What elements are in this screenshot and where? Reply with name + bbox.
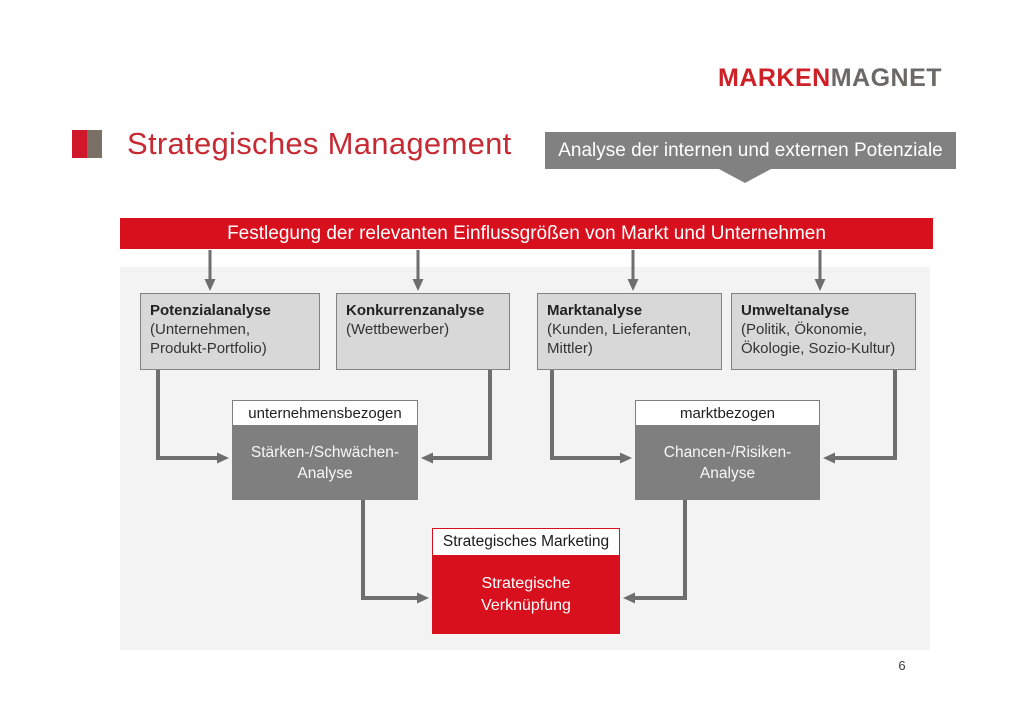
analysis-box-detail: (Unternehmen, Produkt-Portfolio) [150,321,267,357]
slide-title: Strategisches Management [127,126,512,161]
bullet-gray-half [87,130,102,158]
brand-logo: MARKENMAGNET [718,64,958,93]
title-bullet-icon [72,130,102,158]
banner-festlegung: Festlegung der relevanten Einflussgrößen… [120,218,933,249]
bullet-red-half [72,130,87,158]
page-number: 6 [898,658,906,673]
result-box-staerken-schwaechen: Stärken-/Schwächen- Analyse [232,426,418,500]
logo-part-marken: MARKEN [718,64,831,92]
callout-pointer-triangle [719,169,771,183]
analysis-box-title: Potenzialanalyse [150,302,271,319]
result-box-chancen-risiken: Chancen-/Risiken- Analyse [635,426,820,500]
analysis-box-detail: (Kunden, Lieferanten, Mittler) [547,321,692,357]
header-callout-box: Analyse der internen und externen Potenz… [545,132,956,169]
group-label-marktbezogen: marktbezogen [635,400,820,426]
analysis-box-potenzialanalyse: Potenzialanalyse (Unternehmen, Produkt-P… [140,293,320,370]
analysis-box-detail: (Wettbewerber) [346,321,450,338]
analysis-box-konkurrenzanalyse: Konkurrenzanalyse (Wettbewerber) [336,293,510,370]
analysis-box-detail: (Politik, Ökonomie, Ökologie, Sozio-Kult… [741,321,896,357]
analysis-box-marktanalyse: Marktanalyse (Kunden, Lieferanten, Mittl… [537,293,722,370]
analysis-box-title: Umweltanalyse [741,302,850,319]
group-label-unternehmensbezogen: unternehmensbezogen [232,400,418,426]
analysis-box-title: Marktanalyse [547,302,643,319]
logo-part-magnet: MAGNET [830,64,943,92]
synthesis-box-strategische-verknuepfung: Strategische Verknüpfung [432,556,620,634]
synthesis-label-strategisches-marketing: Strategisches Marketing [432,528,620,556]
analysis-box-umweltanalyse: Umweltanalyse (Politik, Ökonomie, Ökolog… [731,293,916,370]
analysis-box-title: Konkurrenzanalyse [346,302,485,319]
